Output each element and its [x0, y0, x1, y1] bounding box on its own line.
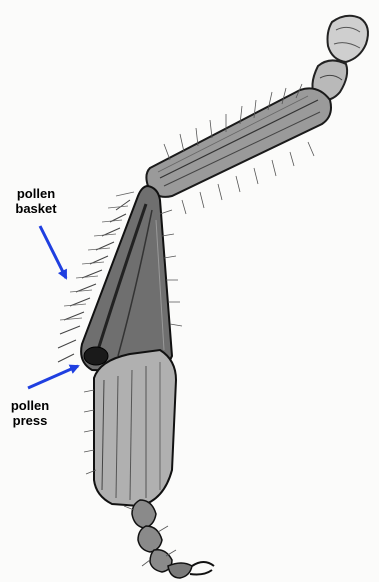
pollen-press-label-line1: pollen — [6, 398, 54, 413]
tibia-segment — [58, 186, 182, 372]
pollen-basket-arrow — [40, 226, 66, 278]
pollen-basket-label-line2: basket — [6, 201, 66, 216]
pollen-basket-label-line1: pollen — [6, 186, 66, 201]
femur-segment — [146, 84, 331, 214]
pollen-press-label: pollen press — [6, 398, 54, 428]
pollen-press-arrow — [28, 366, 78, 388]
pollen-basket-label: pollen basket — [6, 186, 66, 216]
tarsal-segments — [124, 500, 214, 578]
pollen-press-label-line2: press — [6, 413, 54, 428]
basitarsus-segment — [84, 350, 176, 506]
coxa-segment — [328, 16, 369, 62]
